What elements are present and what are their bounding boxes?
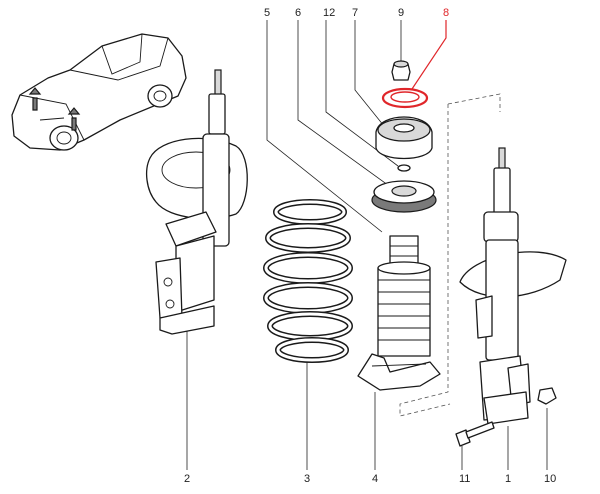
coil-spring — [263, 199, 353, 363]
callout-4: 4 — [372, 473, 378, 485]
spring-seat — [371, 180, 437, 213]
callout-1: 1 — [505, 473, 511, 485]
callout-9: 9 — [398, 7, 404, 19]
leader-lines — [186, 20, 548, 470]
callout-7: 7 — [352, 7, 358, 19]
callout-2: 2 — [184, 473, 190, 485]
callout-11: 11 — [459, 473, 470, 485]
strut-mount — [375, 116, 433, 160]
callout-12: 12 — [323, 7, 335, 19]
car-illustration — [11, 33, 187, 151]
callout-5: 5 — [264, 7, 270, 19]
bearing-ring — [381, 87, 429, 109]
top-nut — [391, 60, 411, 81]
dust-boot — [377, 235, 431, 357]
callout-6: 6 — [295, 7, 301, 19]
strut-assembly-left — [145, 69, 248, 335]
lower-nut — [537, 387, 557, 405]
strut-assembly-right — [459, 147, 567, 425]
small-washer — [397, 164, 411, 172]
lower-bracket — [357, 353, 441, 391]
callout-8: 8 — [443, 7, 449, 19]
assembly-guides — [399, 93, 501, 417]
callout-3: 3 — [304, 473, 310, 485]
callout-10: 10 — [544, 473, 556, 485]
mounting-bolt — [455, 421, 495, 447]
